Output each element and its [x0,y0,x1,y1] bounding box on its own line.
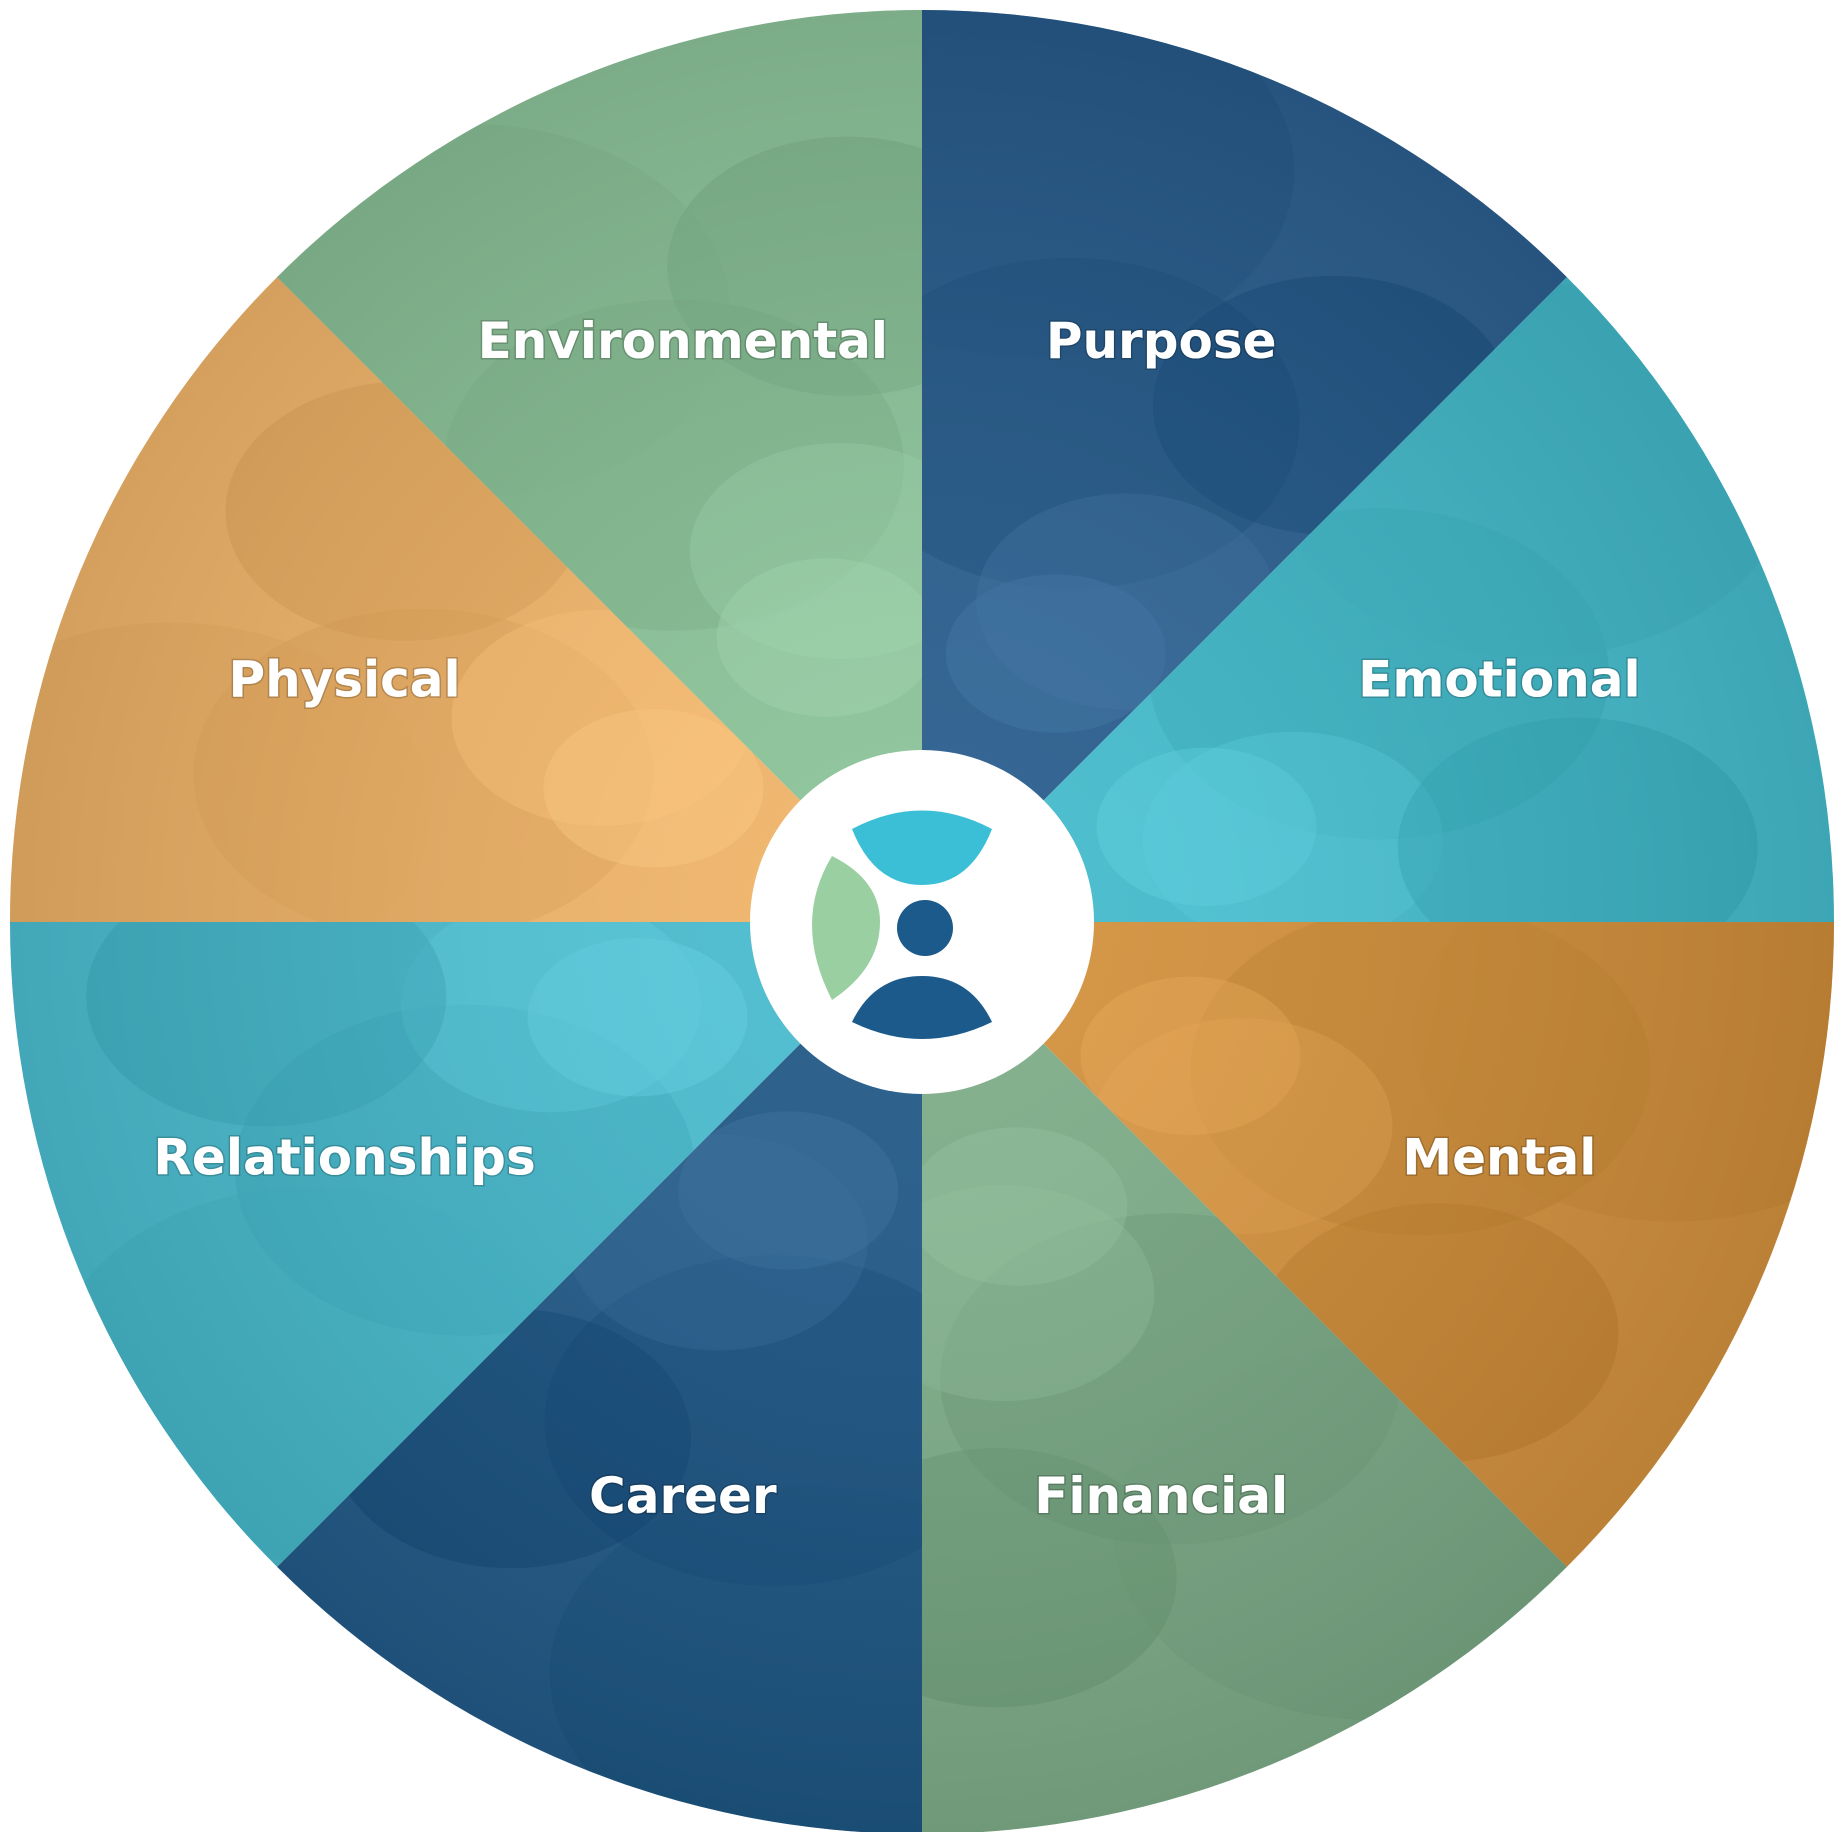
logo-top-crescent-icon [852,810,992,885]
segment-label-environmental: Environmental [478,312,888,370]
logo-left-crescent-icon [812,856,880,1000]
segment-label-career: Career [589,1467,777,1525]
segment-label-purpose: Purpose [1046,312,1277,370]
segment-label-financial: Financial [1034,1467,1288,1525]
segment-label-physical: Physical [228,650,460,708]
logo-bottom-arc-icon [852,976,992,1039]
segment-label-relationships: Relationships [153,1129,535,1187]
logo-center-dot-icon [897,900,953,956]
wellness-wheel-logo [750,750,1094,1094]
segment-label-mental: Mental [1402,1129,1596,1187]
segment-label-emotional: Emotional [1358,650,1640,708]
